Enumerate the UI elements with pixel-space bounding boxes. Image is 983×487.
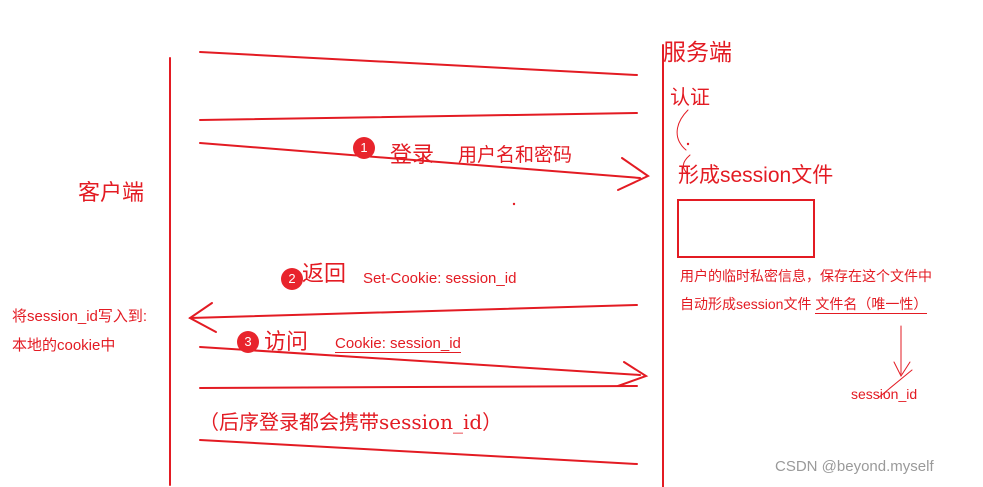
session-file-box bbox=[677, 199, 815, 258]
file-description-line-2: 自动形成session文件 文件名（唯一性） bbox=[680, 296, 928, 314]
step-1-title: 登录 bbox=[390, 142, 435, 167]
access-arrow-line bbox=[199, 346, 641, 376]
filename-to-id-arrowhead bbox=[893, 361, 911, 378]
handwritten-stroke bbox=[676, 109, 689, 151]
step-1-detail: 用户名和密码 bbox=[458, 145, 573, 166]
step-2-detail: Set-Cookie: session_id bbox=[363, 270, 517, 287]
message-line bbox=[199, 385, 638, 389]
auth-label: 认证 bbox=[670, 87, 710, 109]
file-description-auto: 自动形成session文件 bbox=[680, 296, 816, 312]
client-label: 客户端 bbox=[78, 181, 145, 206]
return-arrowhead bbox=[188, 302, 217, 333]
message-line bbox=[199, 51, 638, 76]
step-2-title: 返回 bbox=[302, 262, 347, 287]
dot-mark bbox=[512, 202, 516, 206]
step-3-badge: 3 bbox=[237, 331, 259, 353]
access-arrowhead bbox=[617, 361, 649, 387]
login-arrowhead bbox=[617, 157, 651, 191]
client-note-line-2: 本地的cookie中 bbox=[12, 337, 116, 354]
file-description-line-1: 用户的临时私密信息，保存在这个文件中 bbox=[680, 268, 932, 284]
form-session-file-label: 形成session文件 bbox=[678, 164, 834, 187]
file-description-filename: 文件名（唯一性） bbox=[815, 296, 928, 314]
step-3-detail: Cookie: session_id bbox=[335, 335, 461, 353]
cross-stroke bbox=[877, 369, 913, 399]
return-arrow-line bbox=[189, 304, 638, 319]
message-line bbox=[199, 112, 638, 121]
follow-up-note: （后序登录都会携带session_id） bbox=[199, 410, 503, 434]
message-line bbox=[199, 439, 638, 465]
login-arrow-line bbox=[199, 142, 641, 179]
step-2-badge: 2 bbox=[281, 268, 303, 290]
handwritten-stroke bbox=[682, 154, 691, 175]
step-1-badge: 1 bbox=[353, 137, 375, 159]
session-id-label: session_id bbox=[851, 386, 918, 402]
client-note-line-1: 将session_id写入到: bbox=[12, 308, 148, 325]
watermark: CSDN @beyond.myself bbox=[775, 458, 934, 475]
dot-mark bbox=[686, 142, 690, 146]
step-3-title: 访问 bbox=[264, 330, 309, 355]
server-label: 服务端 bbox=[663, 40, 732, 66]
